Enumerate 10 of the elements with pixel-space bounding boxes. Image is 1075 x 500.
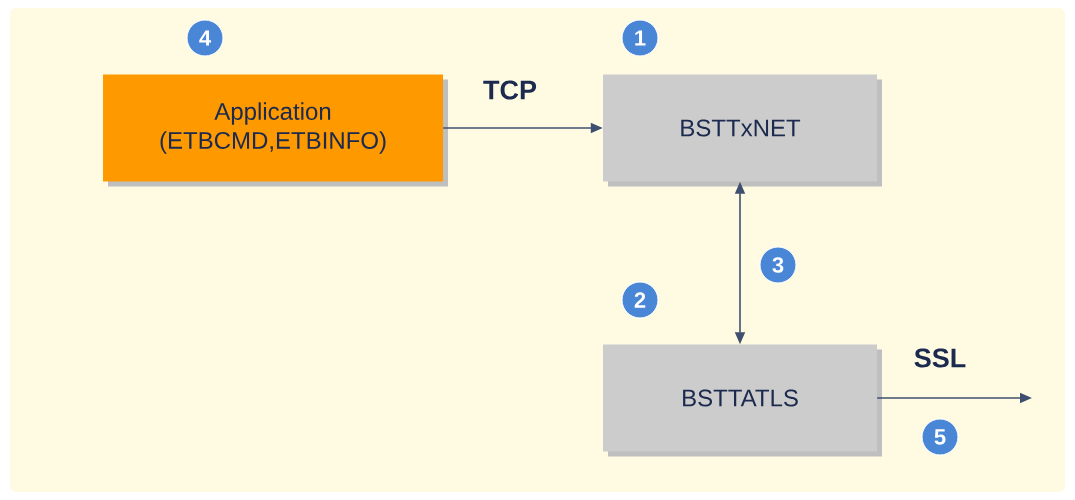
process-box: BSTTATLS bbox=[603, 344, 882, 457]
edge-label: SSL bbox=[914, 348, 966, 368]
callout-number: 4 bbox=[186, 19, 224, 57]
process-box: Application (ETBCMD,ETBINFO) bbox=[103, 74, 448, 187]
callout-number: 5 bbox=[921, 418, 959, 456]
callout-number: 2 bbox=[621, 281, 659, 319]
callout-number: 3 bbox=[759, 246, 797, 284]
callout-number: 1 bbox=[621, 19, 659, 57]
edge-label: TCP bbox=[483, 80, 537, 100]
process-box: BSTTxNET bbox=[603, 74, 882, 187]
